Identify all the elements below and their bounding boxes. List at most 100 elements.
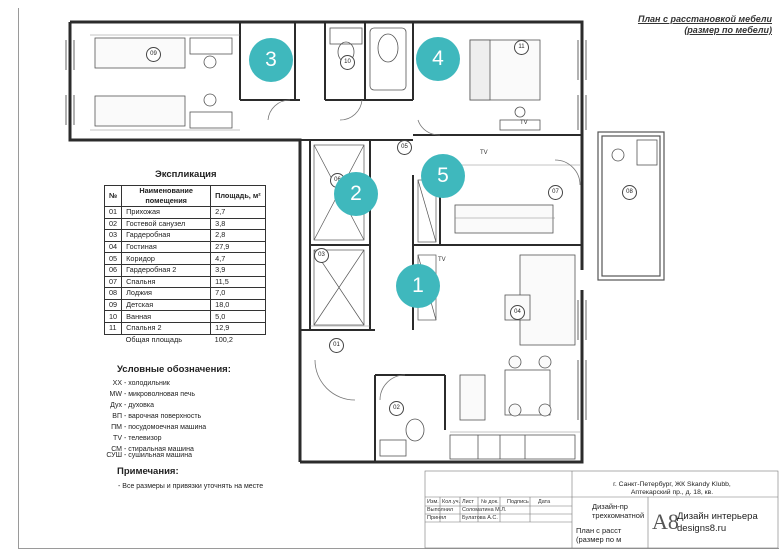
- sheet-title-line2: (размер по мебели): [684, 25, 772, 35]
- legend-item: ХХ - холодильник: [92, 380, 272, 387]
- legend-item: ПМ - посудомоечная машина: [92, 424, 272, 431]
- tv-label-bedroom: TV: [520, 120, 528, 126]
- row-number: 04: [103, 240, 123, 254]
- view-marker-2[interactable]: 2: [334, 172, 378, 216]
- company-name-line2: designs8.ru: [677, 523, 727, 534]
- tb-fine-print: [428, 525, 568, 547]
- tv-label-living: TV: [438, 257, 446, 263]
- sheet-name-line1: План с расст: [576, 526, 622, 535]
- row-room: Гардеробная 2: [121, 263, 212, 277]
- notes-title: Примечания:: [117, 466, 179, 477]
- legend-desc: - холодильник: [123, 380, 170, 387]
- sheet-title-line1: План с расстановкой мебели: [637, 14, 772, 24]
- explication-col-number: №: [103, 185, 123, 207]
- room-number-01: 01: [329, 338, 344, 353]
- explication-col-room: Наименование помещения: [121, 185, 212, 207]
- company-name: Дизайн интерьера designs8.ru: [677, 511, 758, 535]
- room-number-04: 04: [510, 305, 525, 320]
- row-room: Детская: [121, 298, 212, 312]
- project-address: г. Санкт-Петербург, ЖК Skandy Klubb, Апт…: [572, 481, 772, 497]
- legend-item: MW - микроволновая печь: [92, 391, 272, 398]
- tv-label-corridor: TV: [480, 150, 488, 156]
- total-label: Общая площадь: [125, 334, 183, 344]
- sheet-title: План с расстановкой мебели (размер по ме…: [638, 14, 772, 36]
- view-marker-3[interactable]: 3: [249, 38, 293, 82]
- drawing-sheet: [18, 8, 779, 549]
- row-area: 3,8: [210, 217, 266, 231]
- tb-name-accepted: Булатова А.С.: [462, 515, 498, 521]
- legend-title: Условные обозначения:: [117, 364, 231, 375]
- row-room: Прихожая: [121, 206, 212, 219]
- notes-text: - Все размеры и привязки уточнять на мес…: [118, 483, 264, 490]
- legend-item: ВП - варочная поверхность: [92, 413, 272, 420]
- legend-abbr: TV: [113, 435, 122, 442]
- legend-abbr: СУШ: [106, 452, 122, 459]
- row-number: 10: [103, 310, 123, 323]
- view-marker-5[interactable]: 5: [421, 154, 465, 198]
- row-room: Гостиная: [121, 240, 212, 254]
- sheet-name: План с расст (размер по м: [576, 526, 621, 544]
- legend-abbr: ХХ: [112, 380, 122, 387]
- legend-desc: - микроволновая печь: [123, 391, 196, 398]
- room-number-03: 03: [314, 248, 329, 263]
- row-room: Гостевой санузел: [121, 217, 212, 231]
- row-number: 09: [103, 298, 123, 312]
- legend-item: СУШ - сушильная машина: [92, 452, 272, 459]
- legend-desc: - духовка: [123, 402, 154, 409]
- row-area: 5,0: [210, 310, 266, 323]
- row-area: 2,8: [210, 229, 266, 242]
- room-number-09: 09: [146, 47, 161, 62]
- legend-abbr: MW: [109, 391, 122, 398]
- legend-abbr: ВП: [112, 413, 122, 420]
- row-number: 11: [103, 321, 123, 335]
- total-value: 100,2: [214, 334, 233, 344]
- legend-desc: - сушильная машина: [123, 452, 192, 459]
- sheet-name-line2: (размер по м: [576, 535, 622, 544]
- legend-abbr: СМ: [111, 446, 122, 453]
- address-line2: Аптекарский пр., д. 18, кв.: [630, 489, 714, 496]
- company-logo: A8: [652, 509, 679, 534]
- room-number-08: 08: [622, 185, 637, 200]
- legend-desc: - варочная поверхность: [123, 413, 202, 420]
- total-row: Общая площадь 100,2: [105, 334, 266, 345]
- row-area: 4,7: [210, 252, 266, 265]
- tb-role-accepted: Принял: [427, 515, 447, 521]
- project-name-line1: Дизайн-пр: [592, 502, 628, 511]
- tb-col-sheet: Лист: [462, 499, 474, 505]
- tb-role-performed: Выполнил: [427, 507, 454, 513]
- view-marker-4[interactable]: 4: [416, 37, 460, 81]
- row-area: 3,9: [210, 263, 266, 277]
- view-marker-1[interactable]: 1: [396, 264, 440, 308]
- room-number-07: 07: [548, 185, 563, 200]
- room-number-10: 10: [340, 55, 355, 70]
- row-area: 11,5: [210, 275, 266, 289]
- row-area: 27,9: [210, 240, 266, 254]
- legend-desc: - посудомоечная машина: [123, 424, 207, 431]
- row-room: Спальня 2: [121, 321, 212, 335]
- legend-desc: - стиральная машина: [123, 446, 194, 453]
- row-area: 2,7: [210, 206, 266, 219]
- row-number: 02: [103, 217, 123, 231]
- room-number-05: 05: [397, 140, 412, 155]
- legend-item: Дух - духовка: [92, 402, 272, 409]
- legend-abbr: ПМ: [111, 424, 122, 431]
- tb-col-date: Дата: [538, 499, 551, 505]
- tb-name-performed: Соломатина М.Л.: [462, 507, 507, 513]
- row-number: 07: [103, 275, 123, 289]
- row-number: 03: [103, 229, 123, 242]
- address-line1: г. Санкт-Петербург, ЖК Skandy Klubb,: [613, 481, 731, 488]
- row-area: 7,0: [210, 287, 266, 300]
- row-number: 01: [103, 206, 123, 219]
- row-room: Спальня: [121, 275, 212, 289]
- explication-col-area: Площадь, м²: [210, 185, 266, 207]
- explication-title: Экспликация: [155, 169, 217, 180]
- project-name: Дизайн-пр трехкомнатной: [592, 502, 644, 520]
